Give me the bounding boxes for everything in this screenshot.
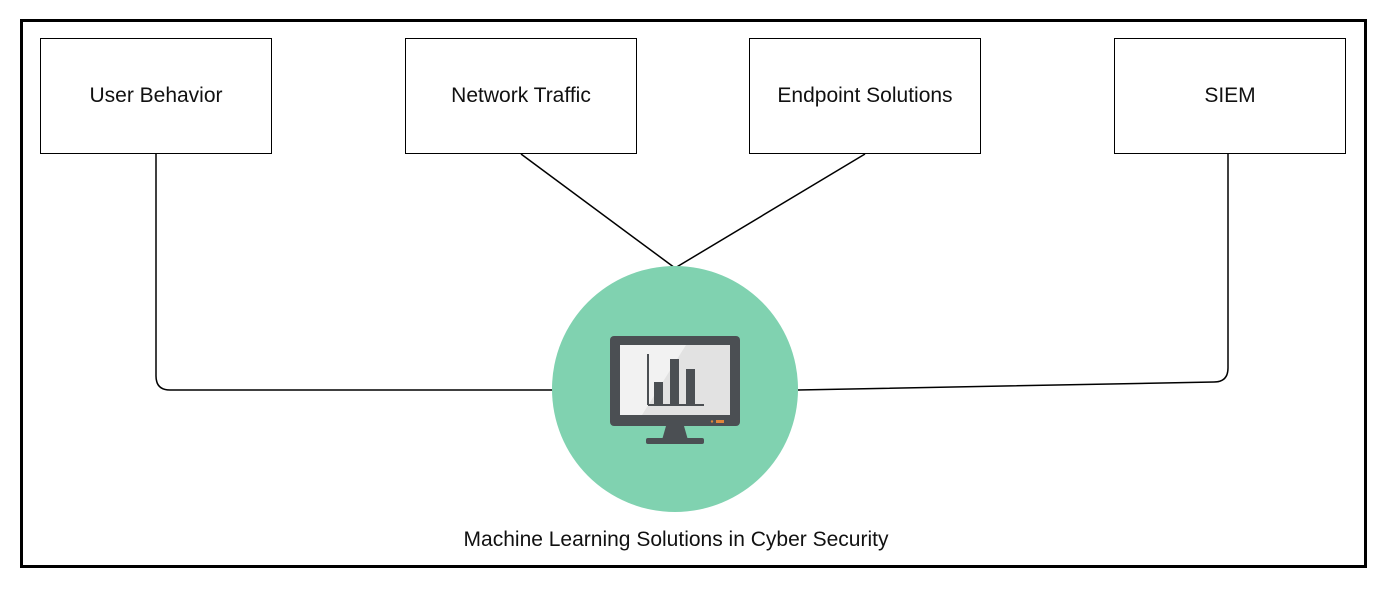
node-endpoint-solutions: Endpoint Solutions xyxy=(749,38,981,154)
node-label: SIEM xyxy=(1204,84,1256,107)
connector-user-behavior xyxy=(155,154,553,391)
node-siem: SIEM xyxy=(1114,38,1346,154)
node-network-traffic: Network Traffic xyxy=(405,38,637,154)
connector-endpoint-solutions xyxy=(674,153,866,269)
monitor-bar-chart-icon xyxy=(610,336,740,444)
node-user-behavior: User Behavior xyxy=(40,38,272,154)
hub-caption: Machine Learning Solutions in Cyber Secu… xyxy=(463,528,889,551)
node-label: Network Traffic xyxy=(451,84,591,107)
node-label: Endpoint Solutions xyxy=(777,84,953,107)
node-label: User Behavior xyxy=(89,84,223,107)
connector-network-traffic xyxy=(520,153,676,269)
connector-siem xyxy=(797,154,1229,391)
